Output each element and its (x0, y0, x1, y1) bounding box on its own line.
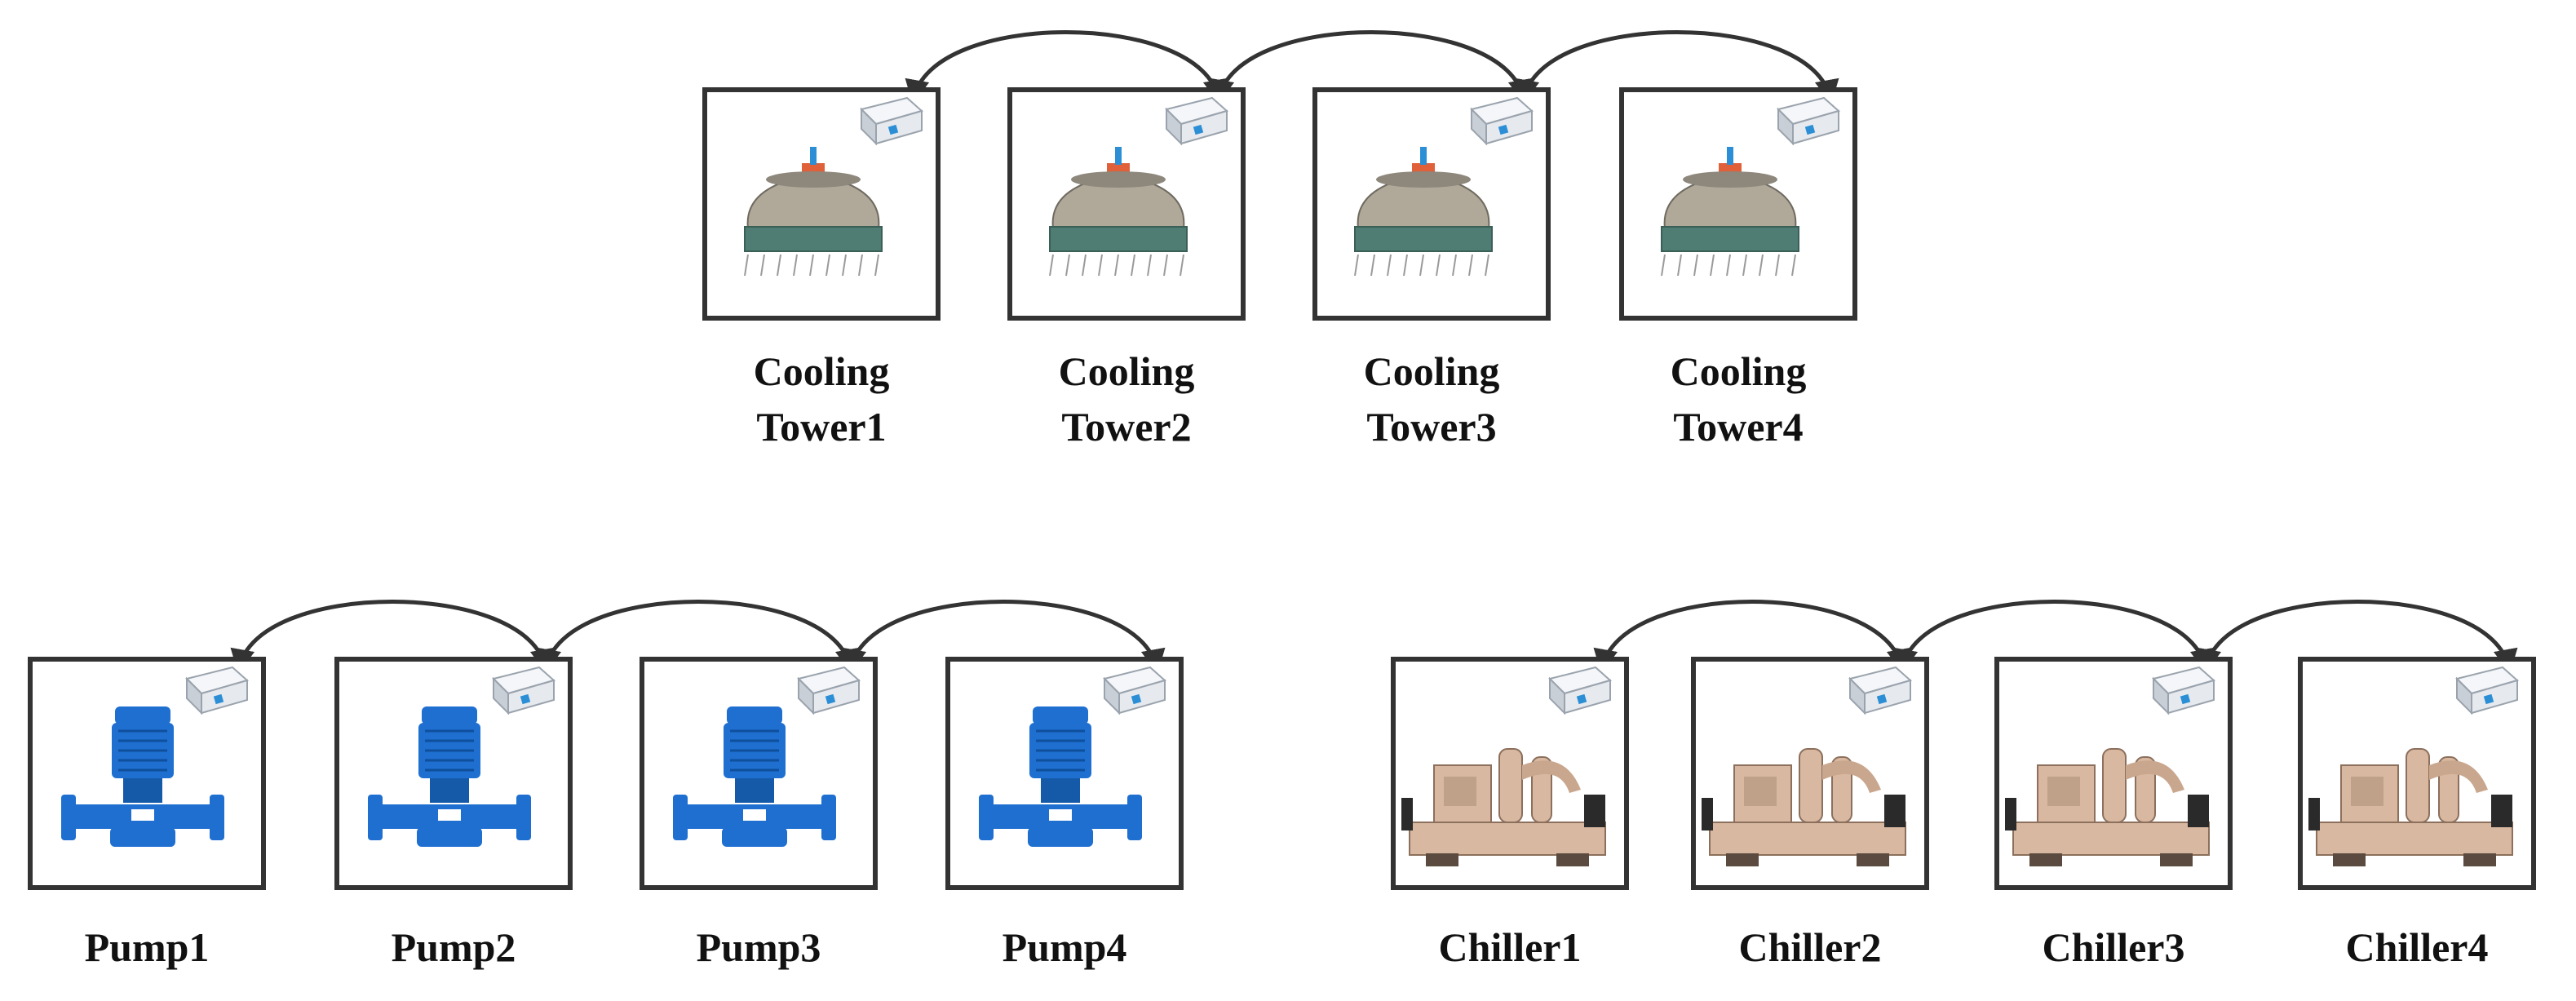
controller-box-icon (1103, 666, 1167, 715)
controller-box-icon (2152, 666, 2216, 715)
device-label-line2: Tower2 (1061, 404, 1191, 450)
cooling-tower-icon (744, 147, 883, 277)
chiller-icon (1401, 748, 1606, 866)
pump-2: Pump2 (334, 657, 573, 970)
cooling-tower-icon (1354, 147, 1493, 277)
device-label: Pump4 (1003, 924, 1127, 970)
device-label: Cooling (754, 348, 890, 394)
pump-4: Pump4 (945, 657, 1184, 970)
controller-box-icon (860, 96, 924, 146)
pump-1: Pump1 (28, 657, 266, 970)
controller-box-icon (492, 666, 556, 715)
chiller-icon (2308, 748, 2513, 866)
cooling-tower-icon (1049, 147, 1188, 277)
cooling-towers-group: CoolingTower1CoolingTower2CoolingTower3C… (702, 87, 1857, 450)
link-arrow (905, 30, 1228, 104)
chillers-group: Chiller1 Chiller2 Chiller3 Chiller4 (1391, 657, 2536, 970)
controller-box-icon (1777, 96, 1841, 146)
controller-box-icon (1165, 96, 1229, 146)
pump-icon (61, 706, 224, 847)
link-arrow (842, 600, 1166, 674)
link-arrow (1210, 30, 1533, 104)
chiller-2: Chiller2 (1691, 657, 1929, 970)
link-arrow (230, 600, 555, 674)
chiller-icon (2005, 748, 2210, 866)
link-arrow (1893, 600, 2215, 674)
controller-box-icon (1470, 96, 1534, 146)
pump-icon (673, 706, 836, 847)
chiller-3: Chiller3 (1994, 657, 2233, 970)
pump-icon (368, 706, 531, 847)
device-label: Pump2 (392, 924, 516, 970)
pump-icon (979, 706, 1142, 847)
controller-box-icon (185, 666, 250, 715)
cooling-tower-icon (1661, 147, 1799, 277)
device-label: Chiller1 (1439, 924, 1582, 970)
pumps-group: Pump1 Pump2 Pump3 Pump4 (28, 657, 1184, 970)
device-label: Pump3 (697, 924, 821, 970)
chiller-1: Chiller1 (1391, 657, 1629, 970)
device-label-line2: Tower3 (1366, 404, 1496, 450)
controller-box-icon (2455, 666, 2520, 715)
device-label: Pump1 (85, 924, 210, 970)
link-arrow (1593, 600, 1911, 674)
device-label: Chiller4 (2346, 924, 2489, 970)
link-arrow (537, 600, 860, 674)
link-arrow (1515, 30, 1839, 104)
device-label-line2: Tower1 (756, 404, 886, 450)
device-label: Chiller2 (1739, 924, 1882, 970)
device-label: Chiller3 (2043, 924, 2185, 970)
chiller-icon (1702, 748, 1906, 866)
device-label-line2: Tower4 (1673, 404, 1803, 450)
controller-box-icon (1548, 666, 1613, 715)
device-label: Cooling (1671, 348, 1807, 394)
controller-box-icon (1848, 666, 1913, 715)
controller-box-icon (797, 666, 861, 715)
link-arrow (2197, 600, 2518, 674)
device-label: Cooling (1364, 348, 1500, 394)
chiller-4: Chiller4 (2298, 657, 2536, 970)
device-label: Cooling (1059, 348, 1195, 394)
pump-3: Pump3 (640, 657, 878, 970)
